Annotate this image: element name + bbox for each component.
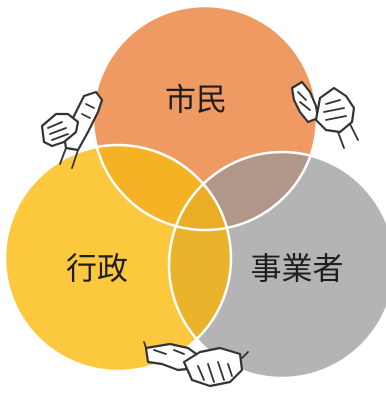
overlap-citizens-business [169, 152, 317, 230]
overlap-citizens-government [93, 145, 231, 230]
government-label: 行政 [66, 252, 128, 288]
handshake-icon [290, 80, 359, 149]
handshake-icon [143, 341, 249, 388]
citizens-label: 市民 [165, 83, 227, 119]
handshake-icon [40, 90, 104, 169]
business-label: 事業者 [251, 252, 344, 288]
